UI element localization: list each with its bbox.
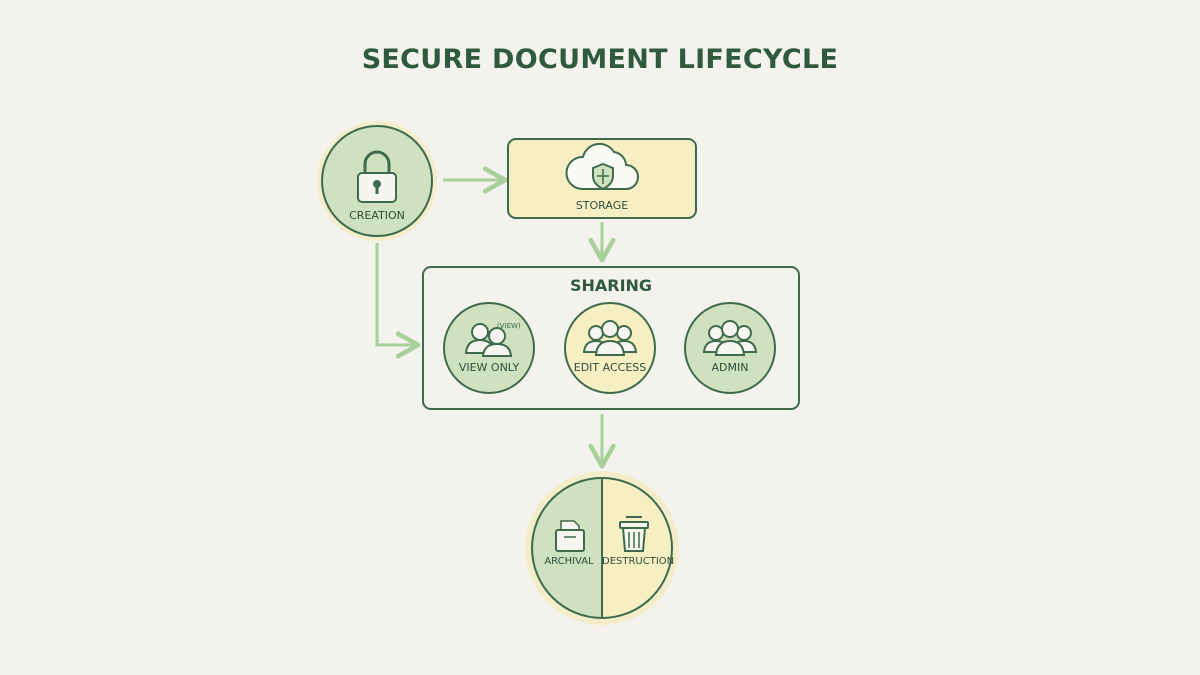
destruction-label: DESTRUCTION <box>602 556 675 567</box>
page-title: SECURE DOCUMENT LIFECYCLE <box>361 44 839 75</box>
users-group-icon <box>702 320 758 356</box>
connector-creation-to-sharing <box>375 243 421 359</box>
padlock-icon <box>357 150 397 203</box>
creation-label: CREATION <box>349 209 405 222</box>
sharing-title: SHARING <box>569 276 653 295</box>
storage-label: STORAGE <box>575 199 629 212</box>
edit-access-label: EDIT ACCESS <box>573 361 647 374</box>
users-icon <box>464 323 513 357</box>
view-only-option[interactable] <box>443 302 535 394</box>
creation-node[interactable] <box>317 121 437 241</box>
archival-label: ARCHIVAL <box>544 556 594 567</box>
admin-label: ADMIN <box>711 361 749 374</box>
users-group-icon <box>582 320 638 356</box>
end-of-life-node <box>525 471 679 625</box>
shredder-icon <box>619 516 649 552</box>
cloud-shield-icon <box>565 142 639 191</box>
edit-access-option[interactable] <box>564 302 656 394</box>
storage-node[interactable] <box>507 138 697 219</box>
view-only-stray-text: (VIEW) <box>497 322 521 330</box>
admin-option[interactable] <box>684 302 776 394</box>
archive-box-icon <box>555 520 585 552</box>
view-only-label: VIEW ONLY <box>458 361 520 374</box>
